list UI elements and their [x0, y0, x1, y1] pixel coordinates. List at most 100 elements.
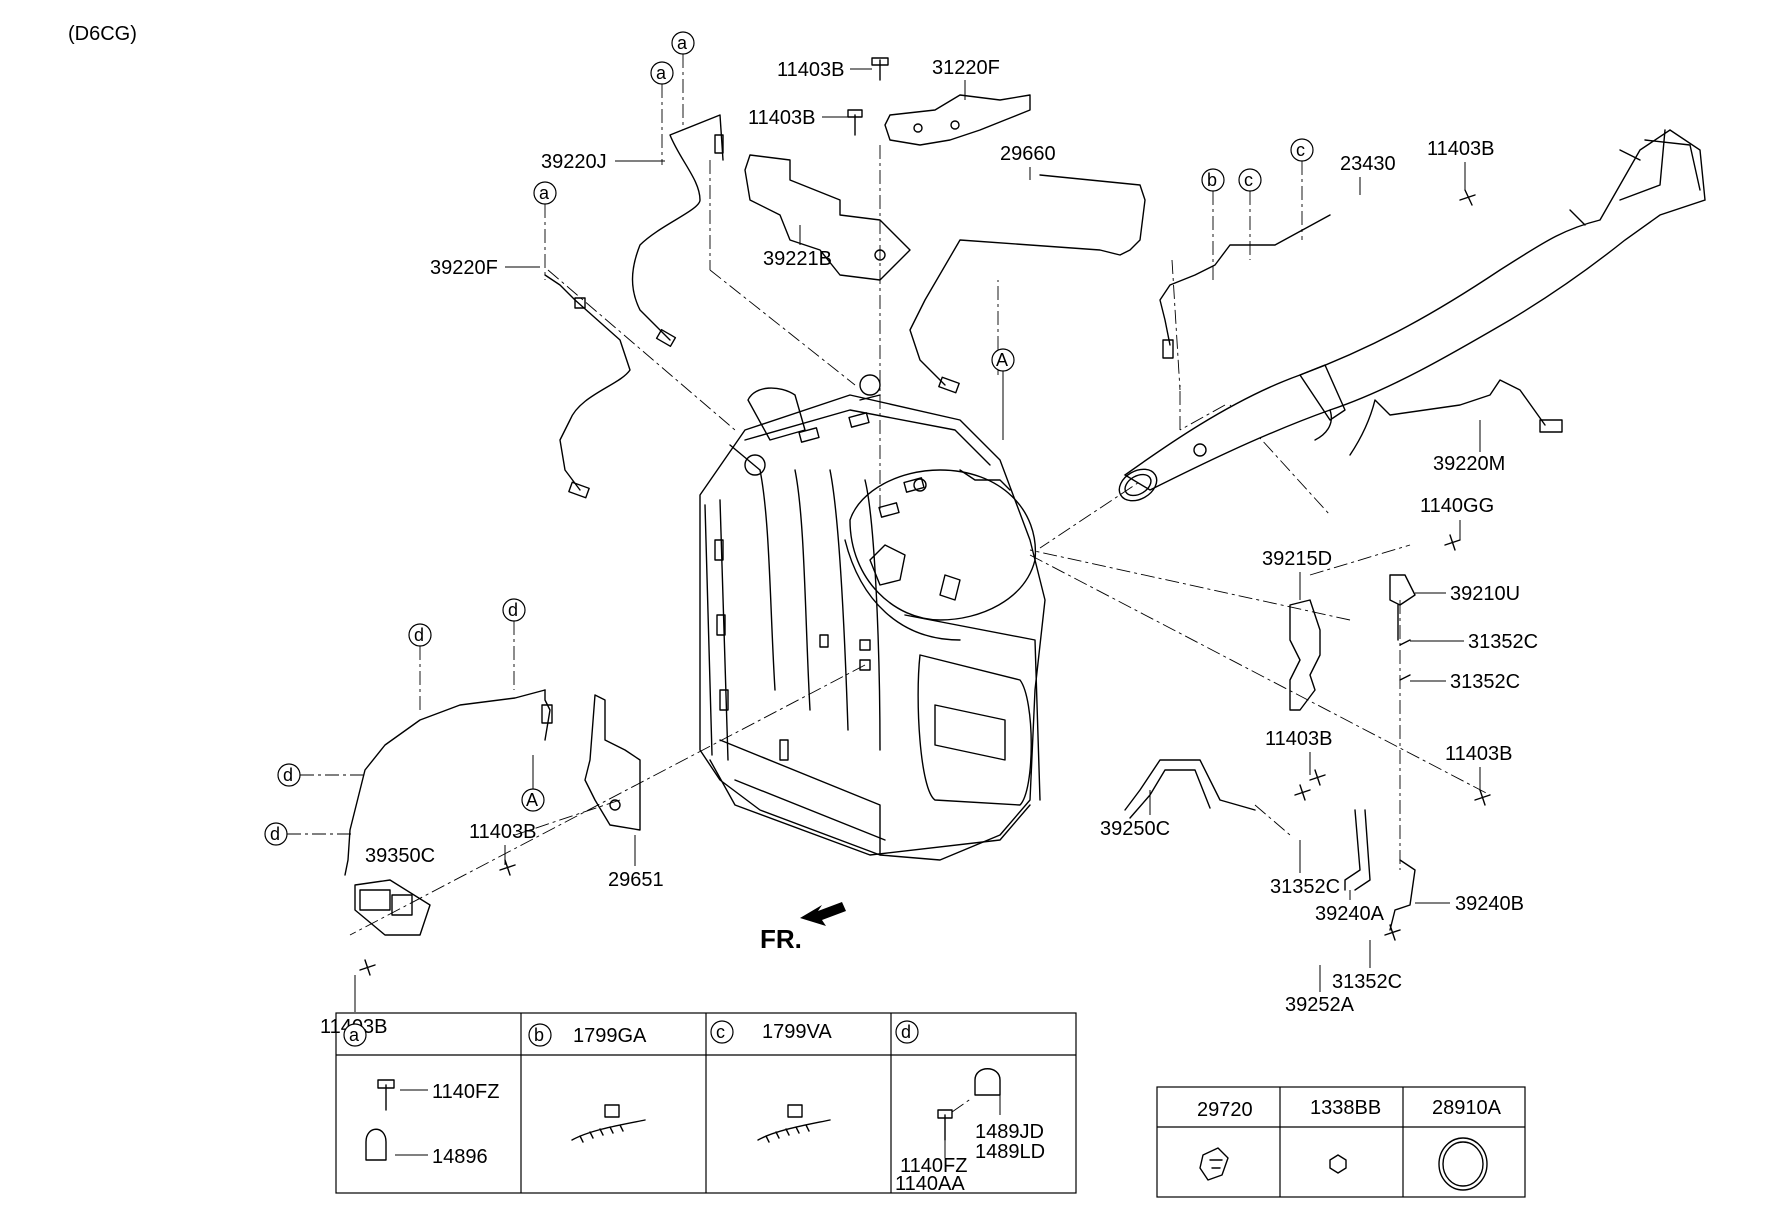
fr-label: FR. [760, 924, 802, 954]
label-31352C-3: 31352C [1270, 876, 1340, 898]
label-31352C-4: 31352C [1332, 971, 1402, 993]
ref-d-3: d [277, 763, 301, 787]
label-11403B-top2: 11403B [748, 107, 815, 129]
ref-d-1: d [502, 598, 526, 622]
sensor-wire-b-c [1159, 214, 1331, 359]
label-39220F: 39220F [430, 257, 498, 279]
label-11403B-left: 11403B [469, 821, 536, 843]
svg-text:a: a [539, 183, 550, 203]
svg-text:d: d [414, 625, 424, 645]
ref-d-2: d [408, 623, 432, 647]
ref-c-2: c [1290, 138, 1314, 162]
ref-A-2: A [521, 788, 545, 812]
ref-markers: a a a b c c A A d d d d [264, 31, 1314, 846]
label-11403B-mid: 11403B [1265, 728, 1332, 750]
label-39240B: 39240B [1455, 893, 1524, 915]
legend-col-c: c 1799VA [710, 1020, 832, 1143]
ref-a-2: a [650, 61, 674, 85]
label-11403B-right: 11403B [1445, 743, 1512, 765]
svg-text:d: d [270, 824, 280, 844]
svg-text:b: b [534, 1025, 544, 1045]
ref-c-1: c [1238, 168, 1262, 192]
ref-a-3: a [533, 181, 557, 205]
svg-text:c: c [1296, 140, 1305, 160]
svg-text:a: a [349, 1025, 360, 1045]
sensor-wire-39220F [544, 274, 631, 499]
label-29651: 29651 [608, 869, 664, 891]
svg-text:d: d [508, 600, 518, 620]
pressure-sensor-39210U [1389, 574, 1416, 641]
hoses-39240 [1344, 809, 1416, 931]
pipe-39250C [1124, 759, 1256, 819]
label-39350C: 39350C [365, 845, 435, 867]
legend-col-a: a 1140FZ 14896 [343, 1023, 499, 1168]
ref-d-4: d [264, 822, 288, 846]
sensor-wire-39220M [1349, 379, 1563, 456]
label-39250C: 39250C [1100, 818, 1170, 840]
legend-a-part-1: 1140FZ [432, 1081, 499, 1103]
label-1140GG: 1140GG [1420, 495, 1494, 517]
ref-a-1: a [671, 31, 695, 55]
legend-table: a 1140FZ 14896 b 1799GA c 1799VA [335, 1012, 1077, 1195]
front-indicator: FR. [760, 902, 846, 954]
bracket-29651 [584, 694, 641, 831]
svg-text:a: a [677, 33, 688, 53]
label-39220J: 39220J [541, 151, 607, 173]
label-31352C-2: 31352C [1450, 671, 1520, 693]
label-11403B-top1: 11403B [777, 59, 844, 81]
ref-A-1: A [991, 348, 1015, 372]
legend-d-part-3: 1140FZ [900, 1155, 967, 1177]
hardware-header-1: 29720 [1197, 1099, 1253, 1121]
legend-col-b: b 1799GA [528, 1023, 647, 1143]
heat-shield-39221B [744, 154, 911, 281]
dpf-housing [699, 374, 1046, 861]
label-39240A: 39240A [1315, 903, 1385, 925]
legend-d-part-2: 1489LD [975, 1141, 1045, 1163]
hardware-header-2: 1338BB [1310, 1097, 1381, 1119]
nut-icon [1329, 1154, 1347, 1174]
control-module-39350C [354, 879, 431, 936]
svg-text:a: a [656, 63, 667, 83]
label-29660: 29660 [1000, 143, 1056, 165]
gasket-ring-icon [1438, 1137, 1488, 1191]
legend-a-part-2: 14896 [432, 1146, 488, 1168]
label-39210U: 39210U [1450, 583, 1520, 605]
label-39252A: 39252A [1285, 994, 1355, 1016]
legend-d-part-4: 1140AA [895, 1173, 965, 1195]
bracket-31220F [884, 94, 1031, 146]
svg-text:d: d [283, 765, 293, 785]
svg-text:d: d [901, 1022, 911, 1042]
label-31220F: 31220F [932, 57, 1000, 79]
sensor-wire-d [344, 689, 553, 876]
ref-leaders [287, 54, 1303, 835]
engine-code: (D6CG) [68, 23, 137, 45]
legend-c-title: 1799VA [762, 1021, 832, 1043]
legend-b-title: 1799GA [573, 1025, 647, 1047]
svg-text:b: b [1207, 170, 1217, 190]
svg-text:A: A [526, 790, 538, 810]
label-11403B-right-top: 11403B [1427, 138, 1494, 160]
sensor-wire-29660 [909, 174, 1146, 394]
label-31352C-1: 31352C [1468, 631, 1538, 653]
label-39215D: 39215D [1262, 548, 1332, 570]
label-39221B: 39221B [763, 248, 832, 270]
hardware-table: 29720 1338BB 28910A [1156, 1086, 1526, 1198]
connector-icon [1199, 1147, 1229, 1181]
svg-text:c: c [1244, 170, 1253, 190]
bolts [359, 57, 1491, 976]
hardware-header-3: 28910A [1432, 1097, 1502, 1119]
label-39220M: 39220M [1433, 453, 1505, 475]
bracket-39215D [1289, 599, 1321, 711]
svg-text:c: c [716, 1022, 725, 1042]
exhaust-pipe [1118, 129, 1706, 502]
part-labels: 11403B 31220F 11403B 29660 39220J 39221B… [320, 57, 1538, 1038]
legend-col-d: d 1489JD 1489LD 1140FZ 1140AA [895, 1020, 1045, 1195]
ref-b-main: b [1201, 168, 1225, 192]
explosion-lines [349, 145, 1491, 936]
svg-text:A: A [996, 350, 1008, 370]
legend-d-part-1: 1489JD [975, 1121, 1044, 1143]
label-23430: 23430 [1340, 153, 1396, 175]
front-arrow-icon [800, 902, 846, 926]
sensor-wire-39220J [631, 114, 724, 348]
